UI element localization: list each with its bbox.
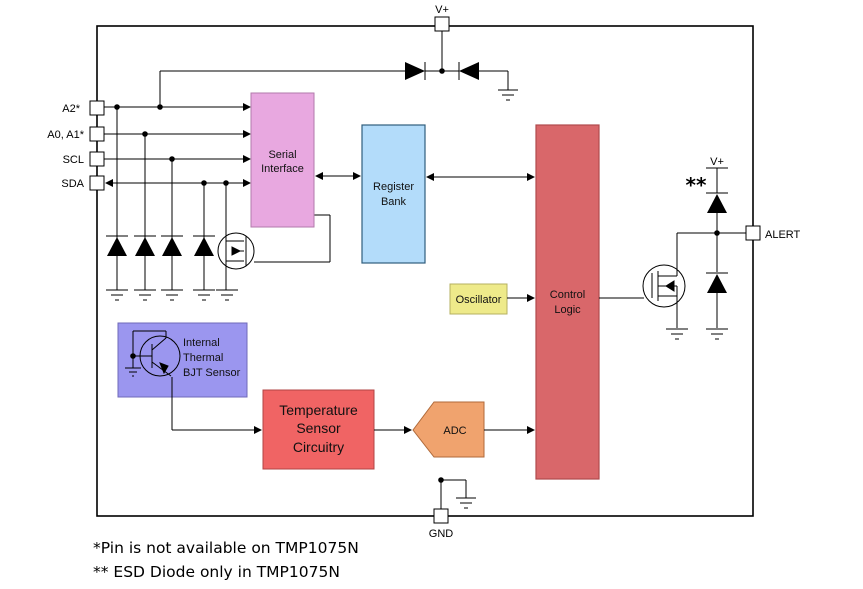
pin-alert-label: ALERT (765, 229, 801, 241)
diode-icon (707, 194, 727, 213)
ground-icon (666, 328, 688, 340)
input-esd-diodes (106, 235, 238, 301)
diode-icon (193, 235, 215, 256)
ground-icon (706, 328, 728, 340)
svg-text:Sensor: Sensor (296, 420, 341, 436)
svg-text:Internal: Internal (183, 337, 220, 349)
control-logic-block: Control Logic (535, 124, 600, 480)
serial-interface-block: Serial Interface (250, 92, 315, 228)
diode-icon (106, 235, 128, 256)
oscillator-block: Oscillator (449, 283, 508, 315)
top-esd-diodes (159, 62, 518, 107)
alert-esd-diodes: V+ (706, 156, 728, 340)
ground-icon (106, 289, 238, 301)
bjt-transistor-icon (125, 330, 181, 430)
svg-text:Oscillator: Oscillator (456, 294, 502, 306)
pin-a2-label: A2* (62, 103, 80, 115)
ground-icon (498, 89, 518, 101)
ground-icon (456, 497, 476, 509)
pin-a0-a1-label: A0, A1* (47, 129, 84, 141)
footnote-pin-availability: *Pin is not available on TMP1075N (93, 539, 359, 557)
svg-text:ADC: ADC (443, 425, 466, 437)
alert-mosfet-icon (599, 232, 746, 328)
pin-alert (745, 225, 761, 241)
footnote-esd-diode: ** ESD Diode only in TMP1075N (93, 563, 340, 581)
svg-text:BJT Sensor: BJT Sensor (183, 367, 241, 379)
diode-icon (134, 235, 156, 256)
left-pins: A2* A0, A1* SCL SDA (47, 100, 105, 191)
temperature-circuitry-block: Temperature Sensor Circuitry (262, 389, 375, 470)
svg-text:Register: Register (373, 181, 414, 193)
svg-text:Temperature: Temperature (279, 402, 358, 418)
svg-text:Circuitry: Circuitry (293, 439, 344, 455)
alert-vplus-label: V+ (710, 156, 724, 168)
thermal-sensor-block: Internal Thermal BJT Sensor (117, 322, 248, 430)
svg-text:Bank: Bank (381, 196, 407, 208)
diode-icon (459, 62, 479, 80)
esd-marker: ** (686, 173, 707, 197)
register-bank-block: Register Bank (361, 124, 426, 264)
pin-gnd: GND (429, 477, 476, 540)
svg-text:Thermal: Thermal (183, 352, 223, 364)
pin-gnd-label: GND (429, 528, 454, 540)
pin-scl-label: SCL (63, 154, 84, 166)
chip-outline (96, 25, 754, 517)
svg-text:Control: Control (550, 289, 585, 301)
pin-sda-label: SDA (61, 178, 84, 190)
svg-text:Interface: Interface (261, 163, 304, 175)
diode-icon (707, 274, 727, 293)
diode-icon (161, 235, 183, 256)
pin-vplus-top: V+ (434, 4, 450, 71)
pin-vplus-top-label: V+ (435, 4, 449, 16)
adc-block: ADC (412, 401, 485, 458)
svg-text:Logic: Logic (554, 304, 581, 316)
bus-lines (104, 103, 251, 290)
diode-icon (405, 62, 425, 80)
sda-mosfet-icon (217, 214, 331, 270)
svg-text:Serial: Serial (268, 149, 296, 161)
